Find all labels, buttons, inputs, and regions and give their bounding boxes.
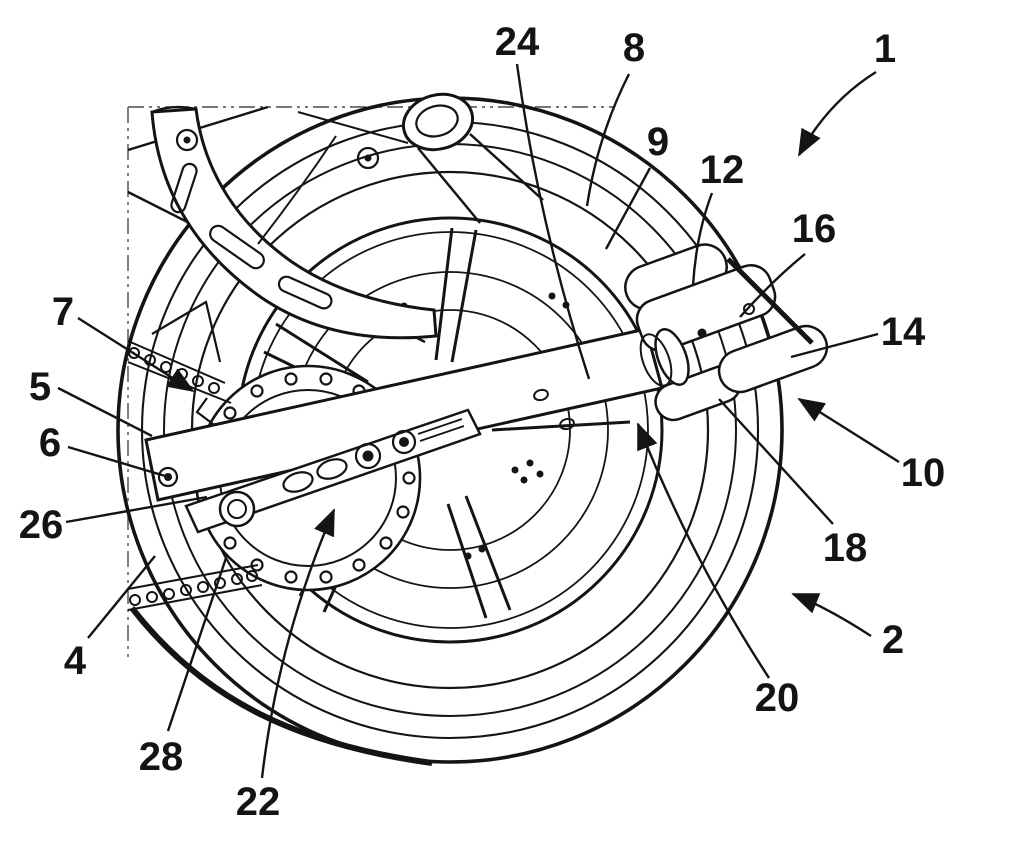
leader-line-22 [260, 508, 336, 779]
ref-label-5: 5 [29, 365, 51, 409]
adjuster-bolt-2-center [399, 437, 409, 447]
cylinder-end-bore [415, 104, 459, 138]
ref-label-2: 2 [882, 618, 904, 662]
chain-adjuster-plate [157, 408, 482, 534]
ref-label-16: 16 [792, 207, 837, 251]
adjuster-threaded-rod [417, 418, 465, 442]
frame-bracket [151, 300, 222, 363]
leader-line-2 [791, 592, 872, 638]
muffler-end-cap [151, 105, 197, 114]
leader-line-6 [67, 445, 173, 480]
axle-tube-end-ring [639, 333, 673, 387]
swingarm-hole-2 [559, 417, 575, 431]
adjuster-housing-edge [726, 257, 814, 345]
muffler [150, 105, 438, 340]
muffler-slot-2 [209, 224, 265, 270]
leader-line-7 [77, 316, 195, 393]
leader-line-16 [739, 253, 806, 318]
cylinder-body-lines [417, 133, 544, 224]
leader-line-10 [797, 397, 900, 464]
cylinder-end-face [401, 92, 475, 152]
adjuster-slot-2 [316, 458, 348, 480]
ref-label-8: 8 [623, 26, 645, 70]
muffler-slot-1 [170, 162, 198, 214]
adjuster-bolt-2 [391, 429, 417, 455]
leader-line-9 [604, 167, 652, 250]
adjuster-bolt-1 [354, 442, 382, 470]
adjuster-dot [697, 328, 707, 338]
leader-line-1 [797, 70, 877, 157]
leader-line-8 [585, 73, 631, 207]
leader-line-12 [691, 192, 714, 287]
adjuster-hole [743, 303, 755, 315]
leader-line-26 [65, 495, 208, 524]
axle-tube-end-cap [654, 328, 690, 386]
adjuster-block-lower [717, 324, 829, 394]
muffler-slot-3 [277, 275, 333, 310]
muffler-bolt-1-center [183, 136, 191, 144]
swingarm-hole-1 [533, 388, 549, 402]
leader-line-24 [515, 63, 591, 380]
muffler-body-edge [257, 135, 337, 245]
tire-contact-arc [129, 606, 433, 766]
ref-label-28: 28 [139, 735, 184, 779]
adjuster-pivot-bore [227, 499, 247, 519]
muffler-bolt-2 [356, 146, 380, 170]
ref-label-7: 7 [52, 290, 74, 334]
adjuster-front-bolt [157, 466, 179, 488]
leader-line-20 [636, 422, 771, 679]
chain-lower-run [127, 564, 263, 611]
muffler-bolt-1 [175, 128, 199, 152]
ref-label-14: 14 [881, 310, 926, 354]
muffler-pipe-line [297, 111, 409, 144]
ref-label-1: 1 [874, 27, 896, 71]
leader-line-5 [57, 386, 153, 438]
ref-label-20: 20 [755, 676, 800, 720]
leader-line-14 [790, 332, 879, 359]
axle-adjuster-blocks [624, 243, 829, 422]
ref-label-12: 12 [700, 148, 745, 192]
ref-label-4: 4 [64, 639, 87, 683]
adjuster-slot-1 [282, 471, 314, 493]
ref-label-26: 26 [19, 503, 64, 547]
shock-cylinder [401, 92, 544, 224]
leader-line-28 [166, 557, 228, 732]
leader-line-4 [87, 555, 156, 639]
ref-label-10: 10 [901, 451, 946, 495]
muffler-bolt-2-center [364, 154, 372, 162]
ref-label-6: 6 [39, 421, 61, 465]
adjuster-bolt-1-center [362, 450, 374, 462]
ref-label-24: 24 [495, 20, 540, 64]
chain-upper-rollers [128, 347, 220, 394]
adjuster-pivot-bolt [218, 490, 256, 528]
ref-label-9: 9 [647, 120, 669, 164]
ref-label-18: 18 [823, 526, 868, 570]
leader-line-18 [718, 398, 834, 525]
ref-label-22: 22 [236, 780, 281, 824]
